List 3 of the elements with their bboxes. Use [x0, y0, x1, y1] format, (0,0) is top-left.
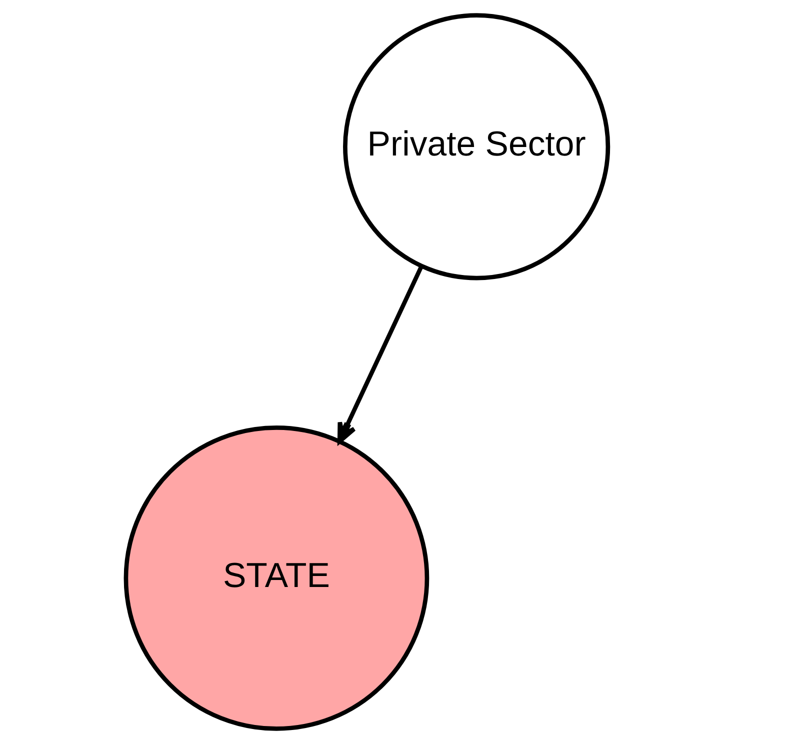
- node-circle: STATE: [123, 426, 429, 731]
- node-circle: Private Sector: [342, 13, 610, 280]
- arrow: [336, 266, 423, 444]
